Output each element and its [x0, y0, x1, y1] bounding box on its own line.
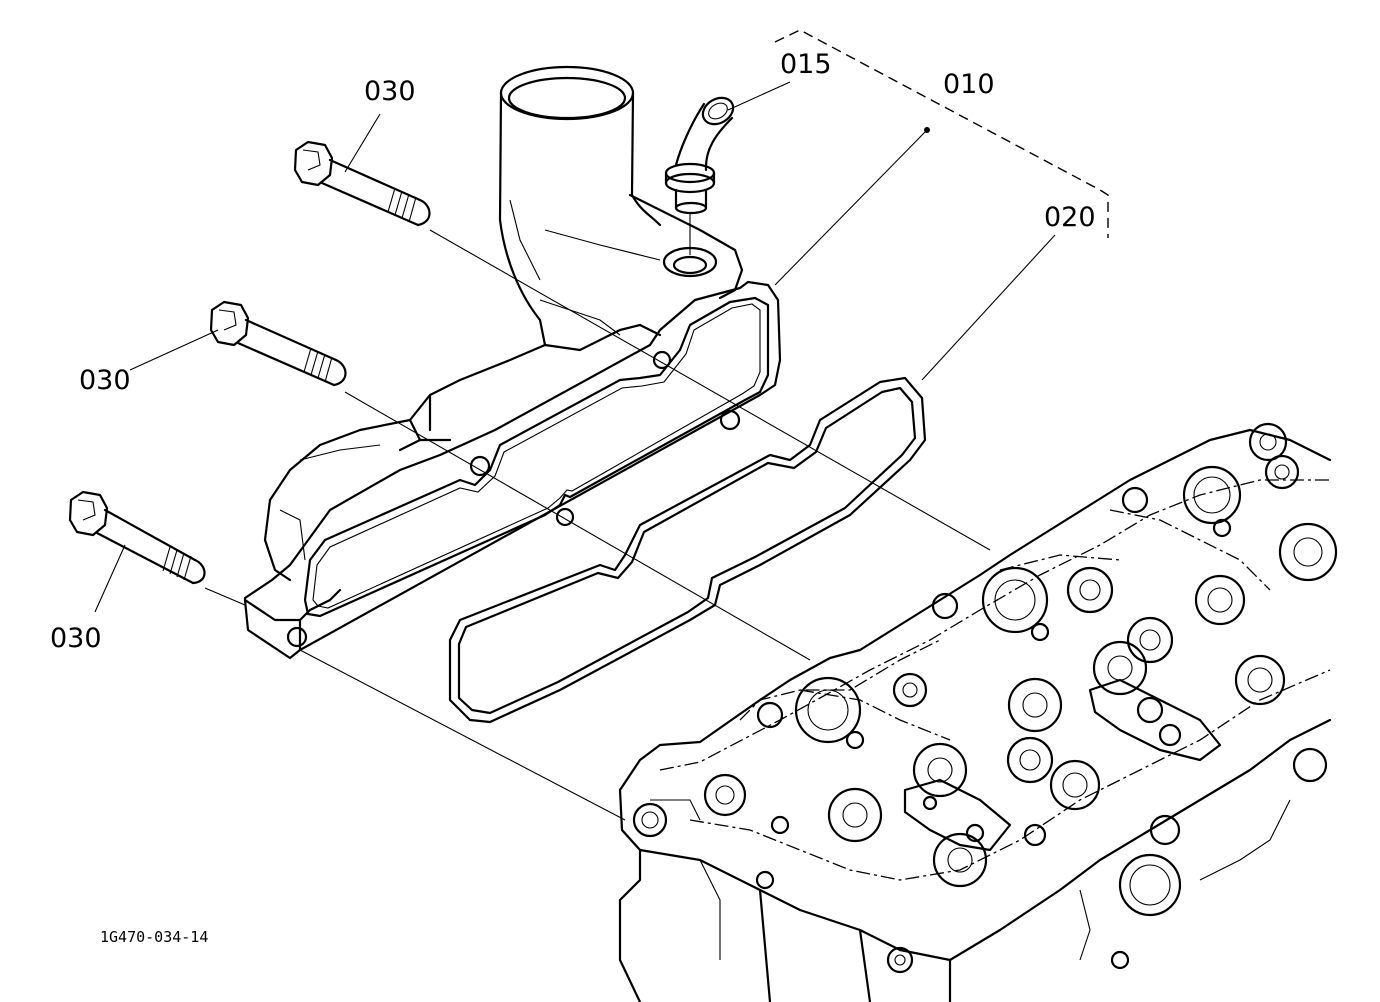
- callout-010: 010: [943, 69, 995, 100]
- gasket-020: [448, 376, 927, 724]
- callout-030-middle: 030: [79, 365, 131, 396]
- cylinder-head: [618, 422, 1338, 1002]
- assembly-lines: [204, 212, 991, 821]
- cylinder-head-bores: [632, 422, 1338, 974]
- bolt-030-middle: [209, 300, 347, 387]
- leader-lines: [94, 29, 1109, 613]
- water-flange-010: [243, 65, 782, 660]
- callout-030-top: 030: [364, 76, 416, 107]
- figure-id: 1G470-034-14: [100, 928, 208, 946]
- vent-fitting-015: [664, 96, 735, 215]
- callout-030-bottom: 030: [50, 623, 102, 654]
- bolt-030-top: [293, 140, 431, 227]
- callout-020: 020: [1044, 202, 1096, 233]
- callout-015: 015: [780, 49, 832, 80]
- bolt-030-bottom: [68, 490, 206, 585]
